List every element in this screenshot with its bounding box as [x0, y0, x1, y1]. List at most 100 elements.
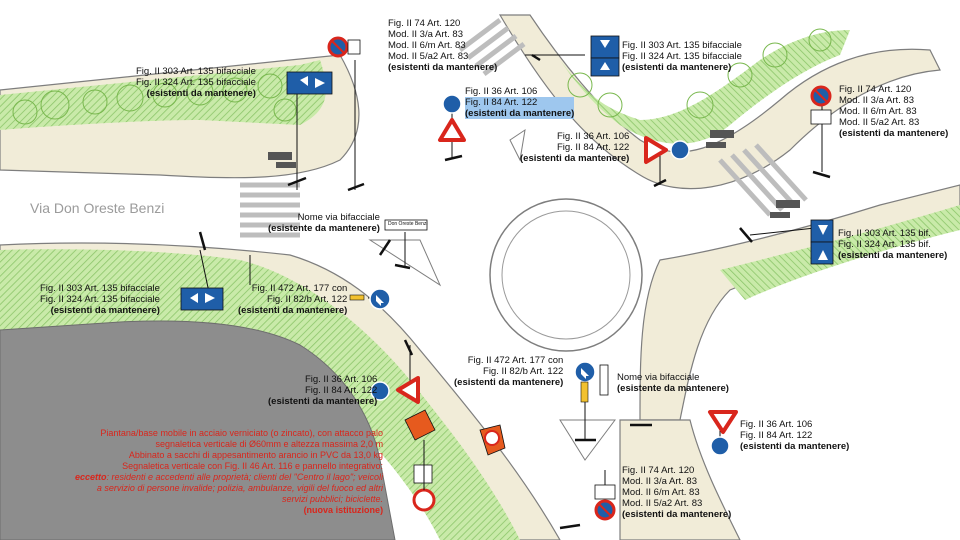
label-far-right-mid-sign: Fig. II 303 Art. 135 bif. Fig. II 324 Ar…: [838, 228, 947, 261]
crosswalk-west: [240, 182, 300, 238]
blue-panel-signs: [180, 35, 834, 311]
label-line: Mod. II 3/a Art. 83: [622, 476, 697, 487]
label-line: (esistenti da mantenere): [268, 396, 378, 407]
note-line: (nuova istituzione): [303, 505, 384, 515]
label-center-yield-sign: Fig. II 36 Art. 106 Fig. II 84 Art. 122 …: [465, 86, 575, 119]
label-line: Fig. II 303 Art. 135 bifacciale: [622, 40, 742, 51]
label-line: Mod. II 6/m Art. 83: [388, 40, 466, 51]
label-line: Fig. II 82/b Art. 122: [267, 294, 348, 305]
trees: [12, 28, 832, 125]
label-line: Fig. II 74 Art. 120: [622, 465, 695, 476]
label-line: Fig. II 36 Art. 106: [556, 131, 630, 142]
label-line: Mod. II 3/a Art. 83: [839, 95, 914, 106]
label-lower-left-yield-sign: Fig. II 36 Art. 106 Fig. II 84 Art. 122 …: [268, 374, 377, 407]
label-line: Fig. II 36 Art. 106: [304, 374, 378, 385]
label-line: Fig. II 82/b Art. 122: [483, 366, 564, 377]
note-line: Abbinato a sacchi di appesantimento aran…: [128, 450, 384, 460]
label-line: Fig. II 324 Art. 135 bifacciale: [622, 51, 742, 62]
label-left-keep-right-sign: Fig. II 472 Art. 177 con Fig. II 82/b Ar…: [238, 283, 347, 316]
green-area-right: [720, 205, 960, 300]
traffic-island-north: [509, 128, 526, 162]
label-line: Mod. II 5/a2 Art. 83: [388, 51, 469, 62]
label-bottom-sign: Fig. II 74 Art. 120 Mod. II 3/a Art. 83 …: [622, 465, 731, 520]
street-name-label: Via Don Oreste Benzi: [30, 200, 165, 216]
label-line: (esistente da mantenere): [617, 383, 729, 394]
green-area-top-left: [0, 60, 326, 130]
label-line: Fig. II 472 Art. 177 con: [467, 355, 564, 366]
label-line: Fig. II 84 Art. 122: [556, 142, 630, 153]
label-line: Fig. II 84 Art. 122: [465, 97, 575, 108]
label-far-right-top-sign: Fig. II 74 Art. 120 Mod. II 3/a Art. 83 …: [839, 84, 948, 139]
label-line: Nome via bifacciale: [617, 372, 700, 383]
label-line: (esistenti da mantenere): [146, 88, 256, 99]
yield-signs: [396, 118, 738, 434]
label-line: Fig. II 472 Art. 177 con: [251, 283, 348, 294]
label-line: (esistente da mantenere): [268, 223, 380, 234]
note-line: a servizio di persone invalide; polizia,…: [96, 483, 384, 493]
label-line: Fig. II 324 Art. 135 bifacciale: [40, 294, 160, 305]
label-line: (esistenti da mantenere): [520, 153, 630, 164]
label-line: (esistenti da mantenere): [740, 441, 850, 452]
label-line: Fig. II 303 Art. 135 bifacciale: [136, 66, 256, 77]
label-line: Mod. II 6/m Art. 83: [839, 106, 917, 117]
delineator-posts: [349, 294, 609, 403]
label-line: Fig. II 324 Art. 135 bif.: [838, 239, 931, 250]
label-top-right-sign: Fig. II 303 Art. 135 bifacciale Fig. II …: [622, 40, 742, 73]
label-line: Fig. II 74 Art. 120: [388, 18, 461, 29]
label-line: (esistenti da mantenere): [465, 108, 575, 119]
label-right-yield-sign: Fig. II 36 Art. 106 Fig. II 84 Art. 122 …: [520, 131, 629, 164]
label-line: Fig. II 303 Art. 135 bif.: [838, 228, 931, 239]
label-line: (esistenti da mantenere): [838, 250, 948, 261]
note-line: Segnaletica verticale con Fig. II 46 Art…: [122, 461, 384, 471]
label-lower-street-name-sign: Nome via bifacciale (esistente da manten…: [617, 372, 729, 394]
parking-area: [0, 320, 396, 540]
crosswalk-east: [718, 143, 808, 217]
label-line: Fig. II 324 Art. 135 bifacciale: [136, 77, 256, 88]
label-line: Fig. II 84 Art. 122: [304, 385, 378, 396]
note-emphasis: eccetto: [75, 472, 107, 482]
no-parking-signs: [327, 36, 832, 521]
note-line: servizi pubblici; biciclette.: [282, 494, 384, 504]
sidewalk-top-right: [498, 14, 941, 190]
label-lower-center-keep-right-sign: Fig. II 472 Art. 177 con Fig. II 82/b Ar…: [454, 355, 563, 388]
street-name-plate-text: Don Oreste Benzi: [388, 221, 428, 227]
label-line: Fig. II 74 Art. 120: [839, 84, 912, 95]
label-line: Fig. II 84 Art. 122: [740, 430, 813, 441]
label-line: Fig. II 36 Art. 106: [740, 419, 813, 430]
label-line: Fig. II 36 Art. 106: [465, 86, 538, 97]
label-left-mid-sign: Fig. II 303 Art. 135 bifacciale Fig. II …: [40, 283, 160, 316]
label-lower-right-yield-sign: Fig. II 36 Art. 106 Fig. II 84 Art. 122 …: [740, 419, 849, 452]
new-temporary-sign: [404, 409, 506, 512]
label-line: (esistenti da mantenere): [622, 62, 732, 73]
label-line: (esistenti da mantenere): [238, 305, 348, 316]
keep-right-signs: [369, 94, 730, 456]
street-name-plate: [384, 219, 428, 231]
new-sign-note: Piantana/base mobile in acciaio vernicia…: [75, 428, 383, 516]
label-line: Mod. II 5/a2 Art. 83: [622, 498, 703, 509]
label-top-left-sign: Fig. II 303 Art. 135 bifacciale Fig. II …: [136, 66, 256, 99]
note-line-rest: : residenti e accedenti alle proprietà; …: [106, 472, 384, 482]
label-top-center-sign: Fig. II 74 Art. 120 Mod. II 3/a Art. 83 …: [388, 18, 497, 73]
curb-markers: [268, 130, 800, 218]
crosswalk-north: [458, 18, 526, 76]
roundabout-island-inner: [501, 210, 631, 340]
label-line: Mod. II 3/a Art. 83: [388, 29, 463, 40]
label-street-name-sign: Nome via bifacciale (esistente da manten…: [268, 212, 380, 234]
keep-right-arrows: [376, 295, 589, 379]
label-line: (esistenti da mantenere): [839, 128, 949, 139]
label-line: Nome via bifacciale: [297, 212, 380, 223]
label-line: (esistenti da mantenere): [622, 509, 732, 520]
label-line: Mod. II 5/a2 Art. 83: [839, 117, 920, 128]
note-line: segnaletica verticale di Ø60mm e altezza…: [155, 439, 384, 449]
label-line: (esistenti da mantenere): [454, 377, 564, 388]
label-line: Fig. II 303 Art. 135 bifacciale: [40, 283, 160, 294]
green-area-top-right: [560, 30, 850, 144]
pole-bars: [198, 53, 831, 530]
note-line: eccetto: residenti e accedenti alle prop…: [75, 472, 383, 483]
label-line: (esistenti da mantenere): [50, 305, 160, 316]
label-line: Mod. II 6/m Art. 83: [622, 487, 700, 498]
note-line: Piantana/base mobile in acciaio vernicia…: [100, 428, 384, 438]
label-line: (esistenti da mantenere): [388, 62, 498, 73]
